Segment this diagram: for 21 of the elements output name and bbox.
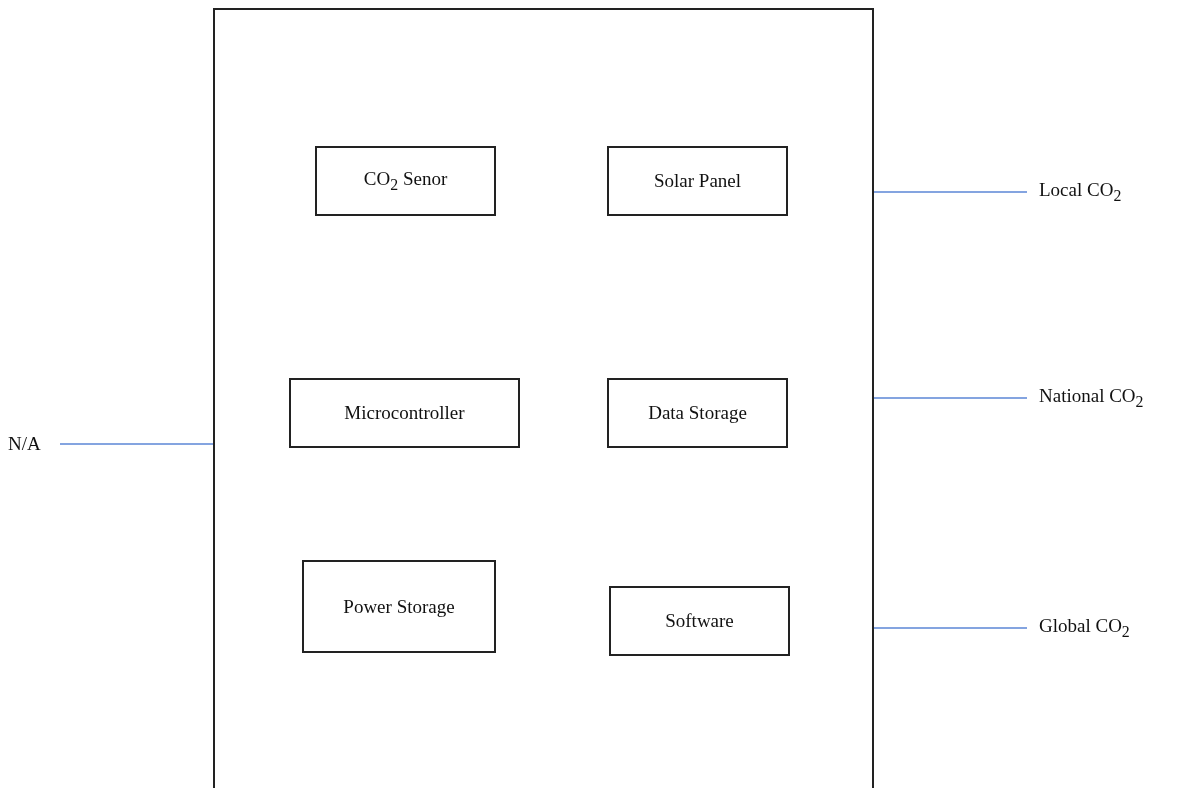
component-label: CO$_{2}$ Senor: [363, 168, 448, 194]
connector-line: [59, 443, 214, 445]
connector-line: [873, 191, 1028, 193]
system-enclosure: [213, 8, 874, 788]
component-box: [302, 560, 496, 653]
component-label: Software: [665, 610, 734, 632]
component-label: Data Storage: [648, 402, 747, 424]
component-label: Power Storage: [343, 595, 455, 618]
component-box: [609, 586, 790, 656]
output-label: Local CO$_{2}$: [1027, 178, 1177, 206]
output-label: Global CO$_{2}$: [1027, 614, 1177, 642]
component-label: Solar Panel: [653, 170, 742, 192]
output-label: N/A: [8, 430, 60, 458]
component-label: Microcontroller: [344, 402, 465, 424]
connector-line: [873, 627, 1028, 629]
component-box: [607, 146, 788, 216]
component-box: [607, 378, 788, 448]
component-box: [289, 378, 520, 448]
connector-line: [873, 397, 1028, 399]
component-box: [315, 146, 496, 216]
output-label: National CO$_{2}$: [1027, 384, 1182, 412]
